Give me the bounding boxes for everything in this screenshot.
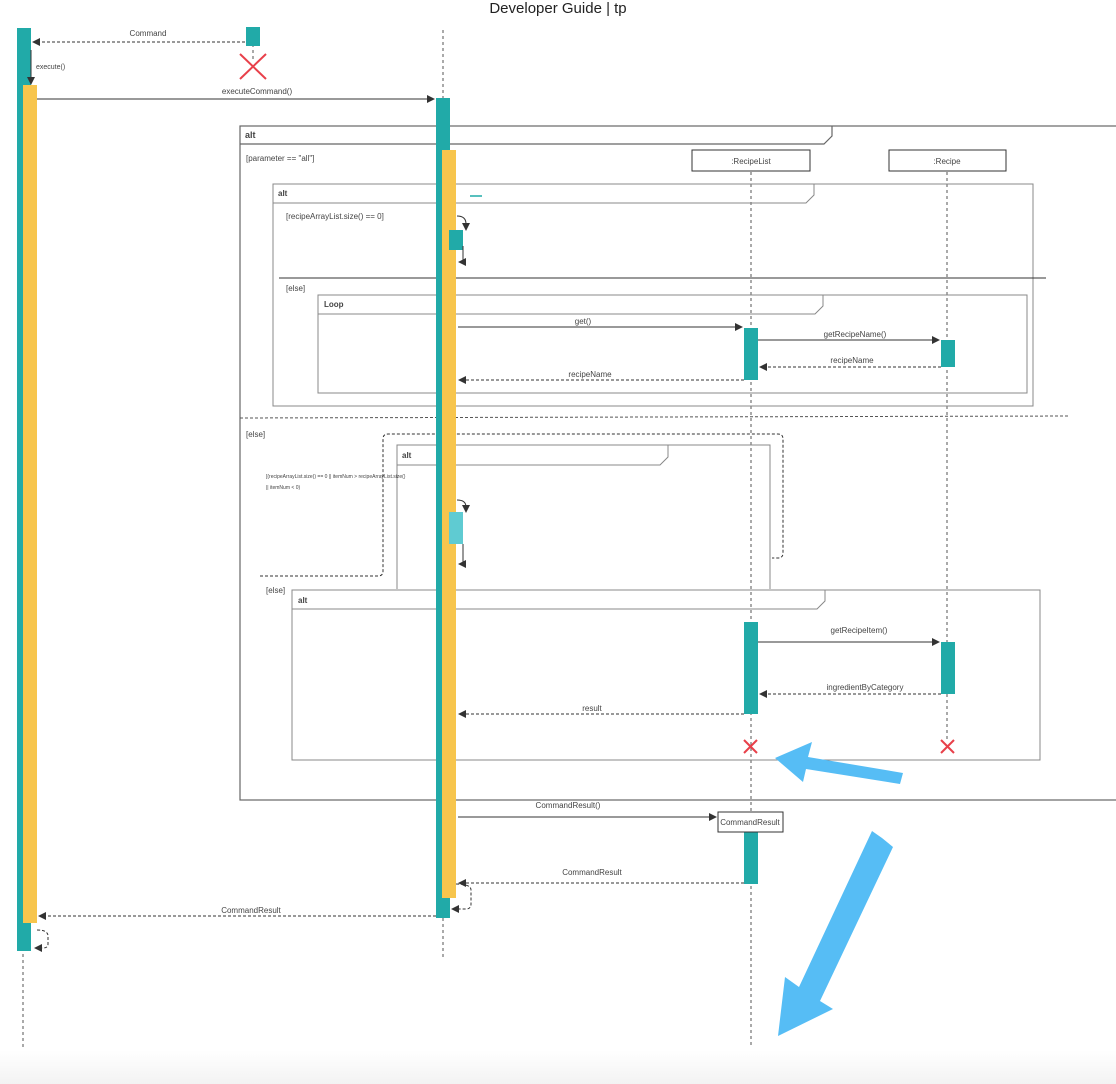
msg-get: get() <box>575 317 592 326</box>
self-return-2-arrow <box>458 544 466 568</box>
msg-ingredient-by-category: ingredientByCategory <box>827 683 904 692</box>
guard-else-inner-1: [else] <box>286 284 305 293</box>
participant-commandresult-box <box>717 811 784 833</box>
guard-long-line2: || itemNum < 0) <box>266 485 300 491</box>
frame-alt-outer-tab <box>240 126 833 145</box>
participant-recipe: :Recipe <box>933 157 961 166</box>
annotation-arrow-left-icon <box>775 742 903 784</box>
frame-alt-inner-2 <box>396 444 771 589</box>
participant-recipelist-box <box>691 149 811 172</box>
page-title: Developer Guide | tp <box>489 0 627 17</box>
frame-alt-inner-3-label: alt <box>298 596 308 605</box>
msg-result: result <box>582 704 602 713</box>
activation-command <box>246 27 260 46</box>
msg-recipe-name-1: recipeName <box>830 356 874 365</box>
participant-recipe-box <box>888 149 1007 172</box>
execution-left <box>23 85 37 923</box>
frame-alt-inner-1-tab <box>273 184 815 204</box>
bottom-fade <box>0 1050 1116 1084</box>
guard-else-inner-2: [else] <box>266 586 285 595</box>
msg-command: Command <box>130 29 167 38</box>
frame-alt-inner-1-label: alt <box>278 189 288 198</box>
msg-get-recipe-item: getRecipeItem() <box>831 626 888 635</box>
destroy-recipe-icon <box>940 739 955 754</box>
frame-loop-tab <box>318 295 824 315</box>
frame-alt-inner-1 <box>272 183 1034 407</box>
frame-alt-outer-label: alt <box>245 130 256 140</box>
self-call-2-arrow <box>456 499 470 513</box>
guard-else-outer: [else] <box>246 430 265 439</box>
self-return-middle-arrow <box>451 883 472 913</box>
activation-recipelist-1 <box>744 328 758 380</box>
msg-command-result-create: CommandResult() <box>536 801 601 810</box>
annotation-arrow-down-icon <box>778 831 893 1036</box>
msg-get-recipe-name: getRecipeName() <box>824 330 887 339</box>
self-call-1-arrow <box>456 215 470 231</box>
self-return-left-arrow <box>34 929 49 952</box>
frame-alt-inner-3 <box>291 589 1041 761</box>
dashed-bracket-left <box>260 433 784 577</box>
participant-recipelist: :RecipeList <box>731 157 771 166</box>
frame-loop <box>317 294 1028 394</box>
activation-self-1 <box>449 230 463 250</box>
participant-commandresult: CommandResult <box>720 818 780 827</box>
guard-long-line1: [(recipeArrayList.size() == 0 || itemNum… <box>266 474 406 480</box>
self-return-1-arrow <box>458 246 466 266</box>
activation-recipelist-2 <box>744 622 758 714</box>
frame-alt-outer-divider <box>239 415 1071 419</box>
activation-recipe-1 <box>941 340 955 367</box>
frame-alt-inner-3-tab <box>292 590 826 610</box>
frame-loop-label: Loop <box>324 300 344 309</box>
guard-parameter-all: [parameter == "all"] <box>246 154 314 163</box>
activation-commandresult <box>744 832 758 884</box>
destroy-recipelist-icon <box>743 739 758 754</box>
frame-alt-outer <box>239 125 1116 801</box>
frame-alt-inner-2-label: alt <box>402 451 412 460</box>
activation-self-2 <box>449 512 463 544</box>
msg-command-result-return-2: CommandResult <box>221 906 281 915</box>
msg-execute-command: executeCommand() <box>222 87 293 96</box>
msg-execute: execute() <box>36 64 65 71</box>
msg-recipe-name-2: recipeName <box>568 370 612 379</box>
activation-recipe-2 <box>941 642 955 694</box>
destroy-command-icon <box>239 53 267 80</box>
frame-alt-inner-2-tab <box>397 445 669 466</box>
msg-command-result-return-1: CommandResult <box>562 868 622 877</box>
guard-size-zero: [recipeArrayList.size() == 0] <box>286 212 384 221</box>
